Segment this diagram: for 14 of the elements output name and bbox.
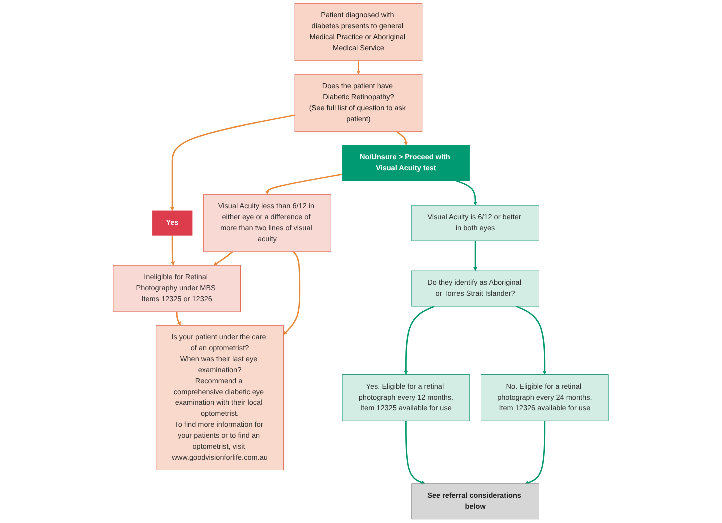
arrow [356,60,361,75]
arrow [516,306,547,375]
arrow [170,114,296,212]
arrow [214,251,234,266]
arrow [456,180,478,206]
arrow [474,241,478,272]
arrow [404,306,435,375]
arrow [406,421,426,485]
arrow [266,174,343,195]
arrow [176,312,181,326]
arrow [525,421,546,485]
arrow [171,236,175,266]
arrow [396,131,408,146]
arrow [284,251,301,336]
